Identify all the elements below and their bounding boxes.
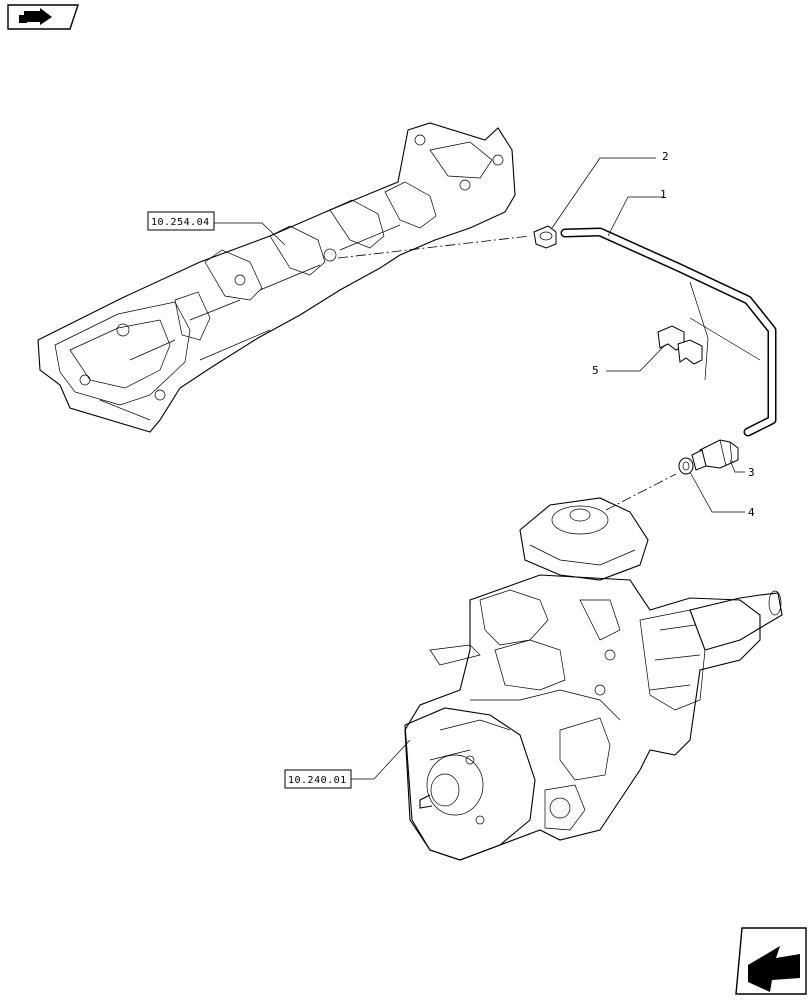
alignment-lines xyxy=(337,235,677,511)
cap-fitting[interactable] xyxy=(533,225,557,249)
reference-box-lower[interactable]: 10.240.01 xyxy=(284,769,352,789)
reference-lower-label: 10.240.01 xyxy=(288,775,347,786)
next-arrow-icon[interactable] xyxy=(735,927,807,995)
reference-upper-label: 10.254.04 xyxy=(151,217,210,228)
washer[interactable] xyxy=(678,457,694,475)
callout-3: 3 xyxy=(748,466,755,479)
leak-off-pipe[interactable] xyxy=(560,227,777,437)
callout-5: 5 xyxy=(592,364,599,377)
callout-1: 1 xyxy=(660,188,667,201)
hose-clips[interactable] xyxy=(657,325,703,365)
back-arrow-icon[interactable] xyxy=(7,4,79,30)
callout-2: 2 xyxy=(662,150,669,163)
callout-4: 4 xyxy=(748,506,755,519)
reference-box-upper[interactable]: 10.254.04 xyxy=(147,211,215,231)
break-lines xyxy=(689,281,761,381)
manifold-drawing xyxy=(37,122,516,433)
callout-leaders xyxy=(214,157,745,780)
union-connector[interactable] xyxy=(691,439,739,471)
injection-pump-drawing xyxy=(404,497,783,861)
